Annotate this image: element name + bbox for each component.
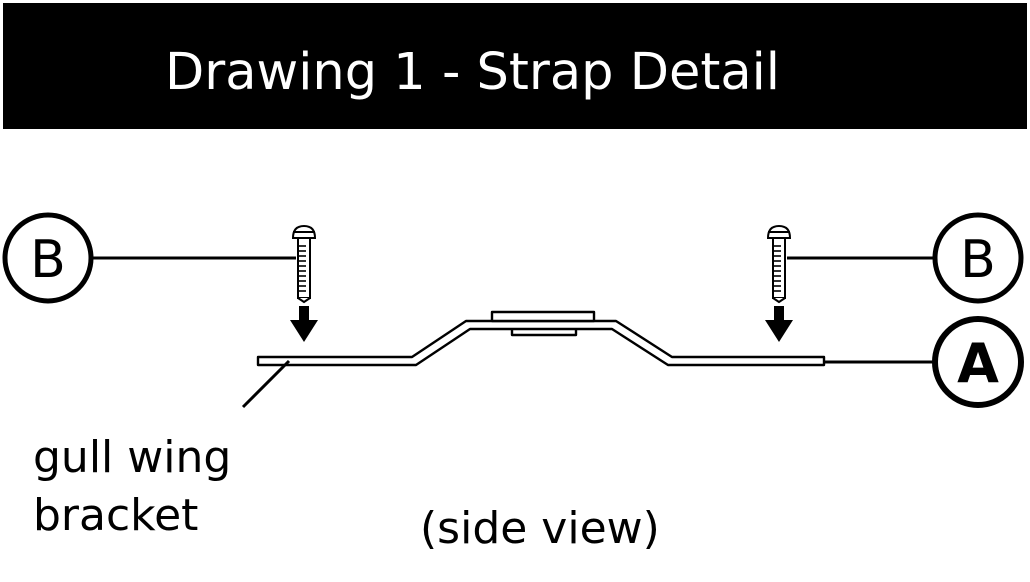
gull-wing-bracket xyxy=(256,310,826,367)
screw-right-icon xyxy=(767,225,791,303)
leader-line-bracket xyxy=(241,359,291,409)
title-banner: Drawing 1 - Strap Detail xyxy=(3,3,1027,129)
bracket-label-line2: bracket xyxy=(33,490,199,541)
drawing-title: Drawing 1 - Strap Detail xyxy=(165,43,780,102)
down-arrow-right-icon xyxy=(765,306,793,342)
callout-a: A xyxy=(822,316,1024,408)
screw-left-icon xyxy=(292,225,316,303)
callout-letter-a: A xyxy=(957,332,999,395)
down-arrow-left-icon xyxy=(290,306,318,342)
callout-b-left: B xyxy=(2,212,296,304)
callout-letter-b-right: B xyxy=(960,230,996,290)
side-view-label: (side view) xyxy=(420,503,660,554)
callout-letter-b-left: B xyxy=(30,230,66,290)
callout-b-right: B xyxy=(787,212,1024,304)
bracket-label-line1: gull wing xyxy=(33,432,232,483)
